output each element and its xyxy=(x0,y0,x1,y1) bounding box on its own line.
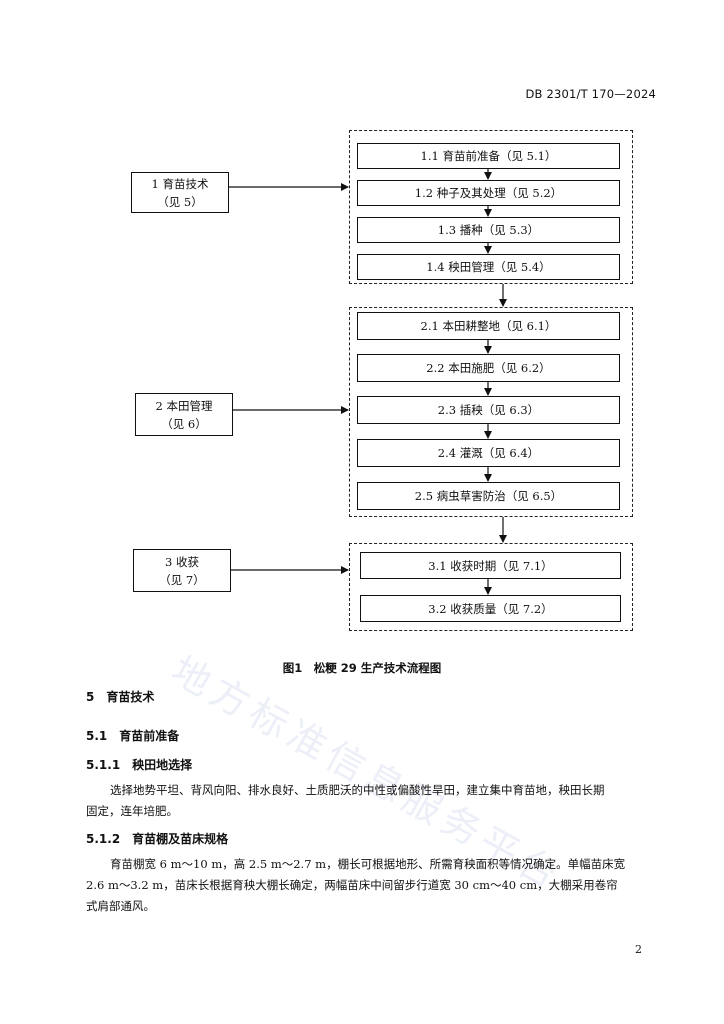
step-3-1: 3.1 收获时期（见 7.1） xyxy=(360,552,621,579)
category-3-ref: （见 7） xyxy=(159,572,205,587)
category-1-ref: （见 5） xyxy=(157,194,203,209)
category-3-box: 3 收获 （见 7） xyxy=(133,549,231,592)
figure-caption: 图1 松粳 29 生产技术流程图 xyxy=(282,661,442,675)
step-1-3: 1.3 播种（见 5.3） xyxy=(357,217,620,243)
section-5-1-heading: 5.1 育苗前准备 xyxy=(86,729,180,743)
paragraph-5-1-2: 育苗棚宽 6 m～10 m，高 2.5 m～2.7 m，棚长可根据地形、所需育秧… xyxy=(86,854,656,917)
step-2-1: 2.1 本田耕整地（见 6.1） xyxy=(357,312,620,340)
group-2-container xyxy=(349,307,633,517)
paragraph-5-1-1-line1: 选择地势平坦、背风向阳、排水良好、土质肥沃的中性或偏酸性旱田，建立集中育苗地，秧… xyxy=(110,783,605,797)
category-2-box: 2 本田管理 （见 6） xyxy=(135,393,233,436)
step-2-2: 2.2 本田施肥（见 6.2） xyxy=(357,354,620,382)
step-1-1: 1.1 育苗前准备（见 5.1） xyxy=(357,143,620,169)
step-1-2: 1.2 种子及其处理（见 5.2） xyxy=(357,180,620,206)
document-code: DB 2301/T 170—2024 xyxy=(525,87,656,101)
step-2-4: 2.4 灌溉（见 6.4） xyxy=(357,439,620,467)
paragraph-5-1-1: 选择地势平坦、背风向阳、排水良好、土质肥沃的中性或偏酸性旱田，建立集中育苗地，秧… xyxy=(86,780,656,822)
paragraph-5-1-2-line2: 2.6 m～3.2 m，苗床长根据育秧大棚长确定，两幅苗床中间留步行道宽 30 … xyxy=(86,878,618,892)
page-number: 2 xyxy=(635,943,642,956)
category-2-title: 2 本田管理 xyxy=(155,398,213,413)
group-3-container xyxy=(349,543,633,631)
paragraph-5-1-2-line1: 育苗棚宽 6 m～10 m，高 2.5 m～2.7 m，棚长可根据地形、所需育秧… xyxy=(110,857,626,871)
section-5-heading: 5 育苗技术 xyxy=(86,690,155,704)
step-2-5: 2.5 病虫草害防治（见 6.5） xyxy=(357,482,620,510)
step-1-4: 1.4 秧田管理（见 5.4） xyxy=(357,254,620,280)
group-1-container xyxy=(349,130,633,284)
category-1-title: 1 育苗技术 xyxy=(151,176,209,191)
step-3-2: 3.2 收获质量（见 7.2） xyxy=(360,595,621,622)
category-1-box: 1 育苗技术 （见 5） xyxy=(131,172,229,213)
paragraph-5-1-2-line3: 式肩部通风。 xyxy=(86,899,155,913)
section-5-1-1-heading: 5.1.1 秧田地选择 xyxy=(86,758,193,772)
paragraph-5-1-1-line2: 固定，连年培肥。 xyxy=(86,804,178,818)
category-3-title: 3 收获 xyxy=(165,554,199,569)
section-5-1-2-heading: 5.1.2 育苗棚及苗床规格 xyxy=(86,832,229,846)
category-2-ref: （见 6） xyxy=(161,416,207,431)
step-2-3: 2.3 插秧（见 6.3） xyxy=(357,396,620,424)
